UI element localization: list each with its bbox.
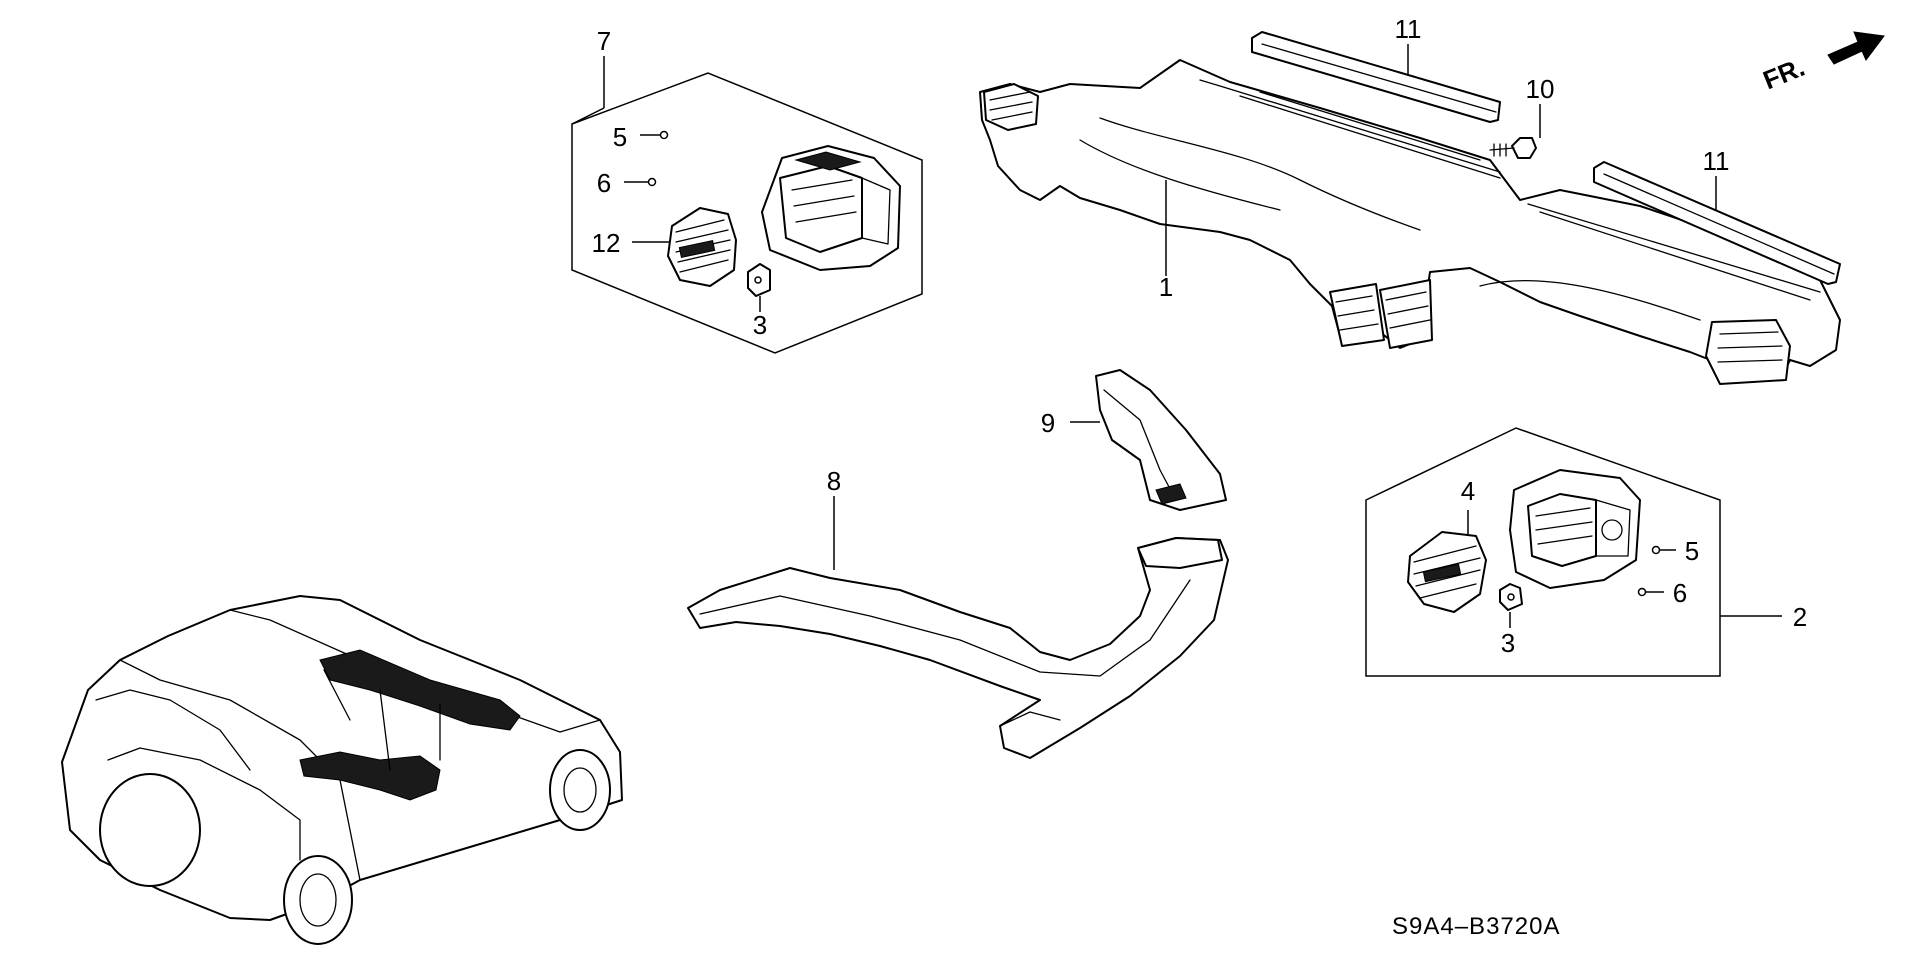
clip-3-right-icon (1499, 583, 1523, 628)
callout-10: 10 (1526, 74, 1555, 104)
vent-housing-right (1509, 469, 1641, 589)
callout-12: 12 (592, 228, 621, 258)
callout-3-left: 3 (753, 310, 767, 340)
callout-6-right: 6 (1673, 578, 1687, 608)
callout-7: 7 (597, 26, 611, 56)
callout-2: 2 (1793, 602, 1807, 632)
left-vent-assembly (571, 56, 923, 354)
callout-9: 9 (1041, 408, 1055, 438)
callout-5-left: 5 (613, 122, 627, 152)
callout-3-right: 3 (1501, 628, 1515, 658)
spare-wheel (99, 773, 201, 887)
front-direction-indicator: FR. (1759, 31, 1885, 96)
highlighted-floor-duct (299, 751, 441, 801)
assembly-box-2 (1365, 427, 1721, 677)
callout-5-right: 5 (1685, 536, 1699, 566)
clip-6-icon (647, 177, 657, 187)
rear-floor-duct (687, 496, 1229, 759)
vent-grille-12 (632, 207, 737, 287)
vent-housing-left (761, 145, 901, 271)
right-vent-assembly (1365, 427, 1782, 677)
callout-4: 4 (1461, 476, 1475, 506)
clip-3-left-icon (747, 263, 771, 312)
clip-5-icon (659, 130, 669, 140)
diagram-code: S9A4–B3720A (1392, 913, 1560, 940)
callout-1: 1 (1159, 272, 1173, 302)
vehicle-location-sketch (61, 595, 623, 945)
callout-11-lower: 11 (1703, 146, 1730, 176)
trim-strip-lower (1593, 161, 1841, 285)
trim-strip-upper (1251, 31, 1501, 123)
callout-8: 8 (827, 466, 841, 496)
screw-10-icon (1489, 104, 1541, 159)
assembly-box-7 (571, 72, 923, 354)
vent-grille-4 (1407, 510, 1487, 613)
front-direction-label: FR. (1759, 52, 1809, 96)
clip-6-right-icon (1637, 587, 1647, 597)
front-arrow-icon (1827, 31, 1885, 65)
main-dash-duct (979, 59, 1841, 385)
clip-5-right-icon (1651, 545, 1661, 555)
callout-6-left: 6 (597, 168, 611, 198)
rear-wheel (283, 855, 353, 945)
front-wheel (549, 749, 611, 831)
highlighted-dash-duct (319, 649, 521, 731)
rear-duct-upper (1070, 369, 1227, 511)
callout-11-upper: 11 (1395, 14, 1422, 44)
